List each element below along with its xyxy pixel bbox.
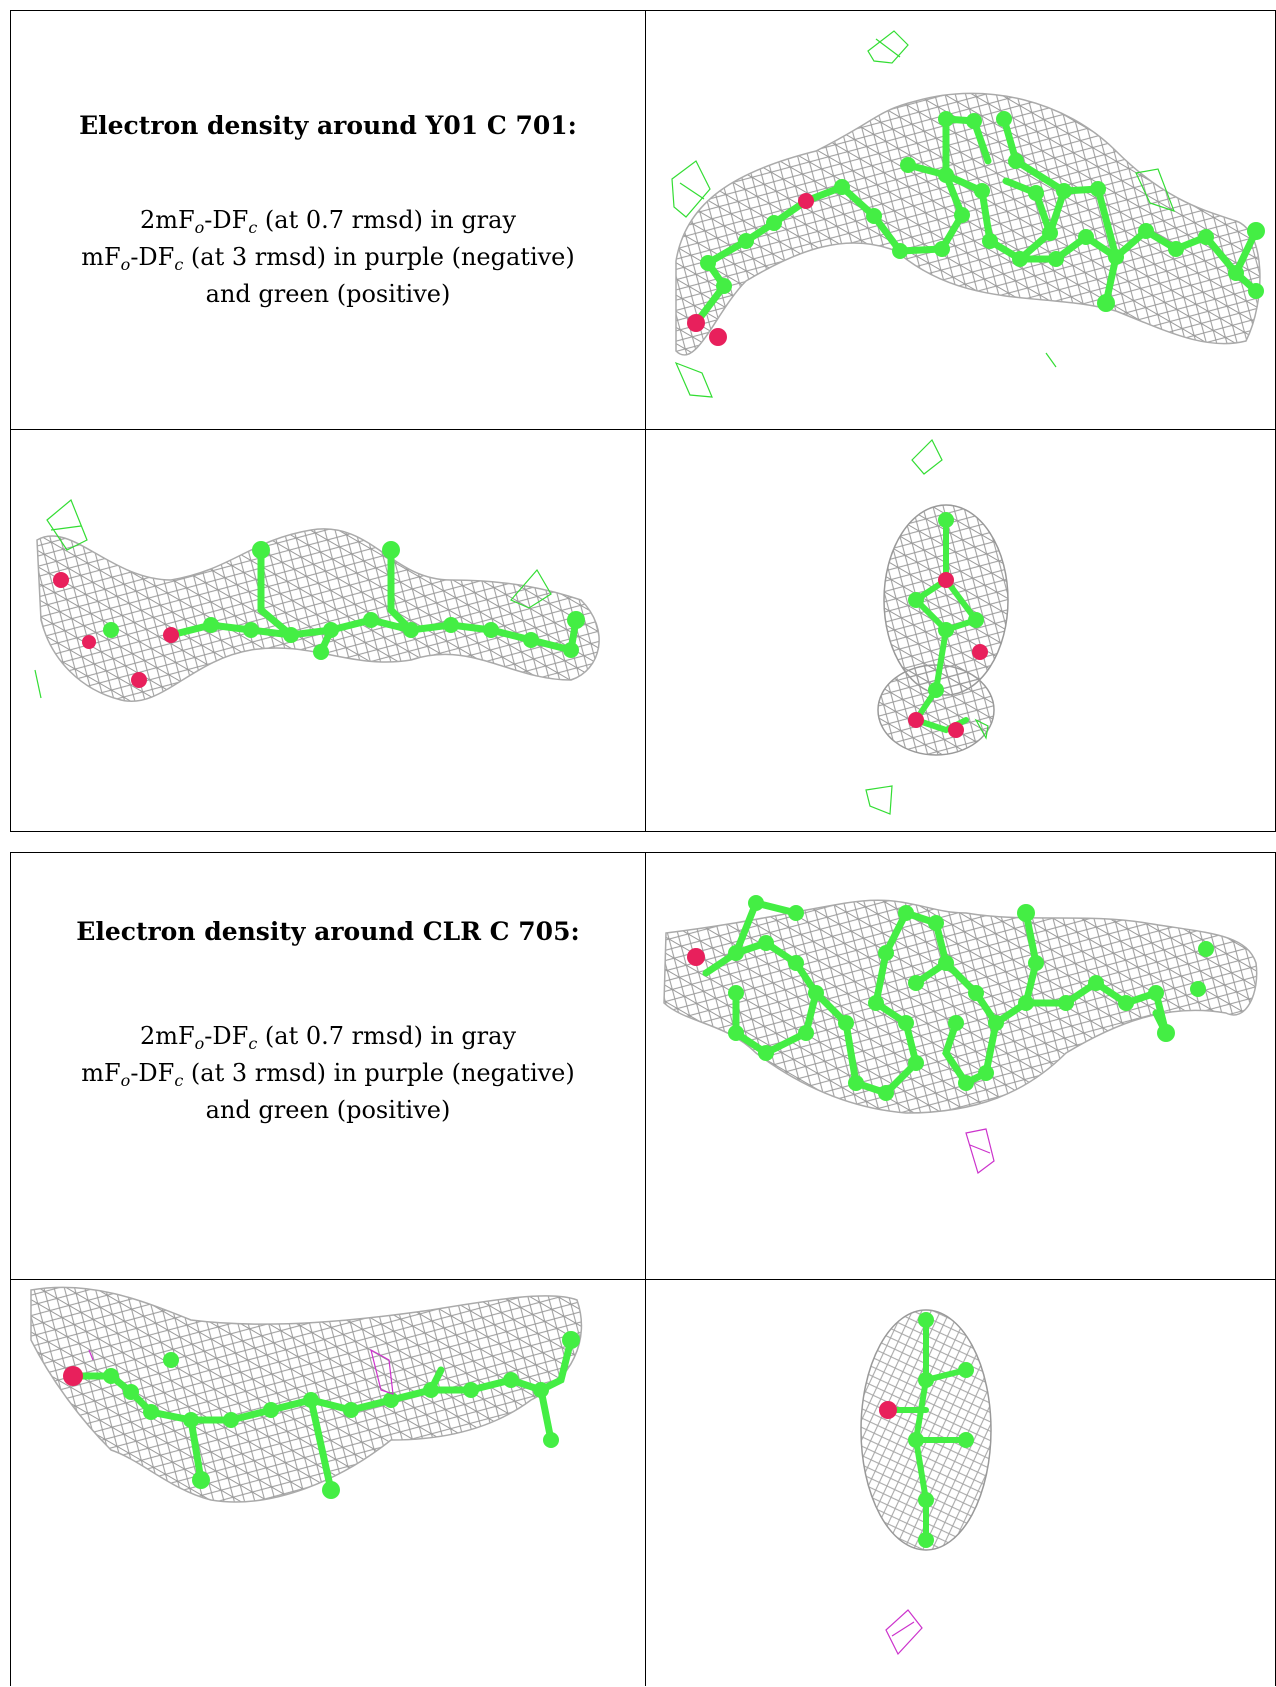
divider-vertical <box>645 11 646 831</box>
caption-cell: Electron density around Y01 C 701: 2mFo-… <box>11 111 645 313</box>
mesh-2fo <box>36 528 600 703</box>
positive-density <box>865 438 989 815</box>
legend-line-2mfo: 2mFo-DFc (at 0.7 rmsd) in gray <box>139 1022 517 1053</box>
divider-horizontal <box>11 429 1275 430</box>
ligand-atoms <box>908 512 984 698</box>
positive-density <box>34 499 552 699</box>
oxygen-atoms <box>53 572 179 688</box>
ligand-atoms <box>700 111 1265 312</box>
caption-cell: Electron density around CLR C 705: 2mFo-… <box>11 917 645 1129</box>
density-view-side <box>34 499 600 703</box>
negative-density <box>885 1609 923 1656</box>
density-view-end <box>860 1309 992 1656</box>
mesh-2fo-lower <box>877 664 995 756</box>
divider-horizontal <box>11 1279 1275 1280</box>
legend-line-mfo: mFo-DFc (at 3 rmsd) in purple (negative) <box>81 243 575 274</box>
mesh-2fo <box>675 92 1261 356</box>
negative-density <box>88 1348 394 1395</box>
negative-density <box>965 1128 995 1174</box>
legend-line-green: and green (positive) <box>205 280 451 308</box>
panel-title: Electron density around CLR C 705: <box>76 917 580 946</box>
oxygen-atoms <box>687 193 814 346</box>
density-view-end <box>865 438 1009 815</box>
ligand-atoms <box>908 1312 974 1548</box>
ligand-atoms <box>103 541 585 660</box>
oxygen-atoms <box>879 1401 897 1419</box>
positive-density <box>671 30 1176 398</box>
density-view-side <box>30 1286 583 1503</box>
legend-line-2mfo: 2mFo-DFc (at 0.7 rmsd) in gray <box>139 206 517 237</box>
legend-line-green: and green (positive) <box>205 1096 451 1124</box>
oxygen-atoms <box>908 572 988 738</box>
legend-text: 2mFo-DFc (at 0.7 rmsd) in gray mFo-DFc (… <box>11 1018 645 1129</box>
mesh-2fo <box>663 899 1258 1114</box>
ligand-atoms <box>103 1331 580 1499</box>
ligand-atoms <box>728 895 1214 1101</box>
legend-line-mfo: mFo-DFc (at 3 rmsd) in purple (negative) <box>81 1059 575 1090</box>
panel-y01: Electron density around Y01 C 701: 2mFo-… <box>10 10 1276 832</box>
oxygen-atoms <box>687 948 705 966</box>
divider-vertical <box>645 853 646 1686</box>
oxygen-atoms <box>63 1366 83 1386</box>
legend-text: 2mFo-DFc (at 0.7 rmsd) in gray mFo-DFc (… <box>11 202 645 313</box>
density-view-top <box>663 895 1258 1174</box>
density-view-top <box>671 30 1265 398</box>
panel-title: Electron density around Y01 C 701: <box>79 111 577 140</box>
panel-clr: Electron density around CLR C 705: 2mFo-… <box>10 852 1276 1686</box>
